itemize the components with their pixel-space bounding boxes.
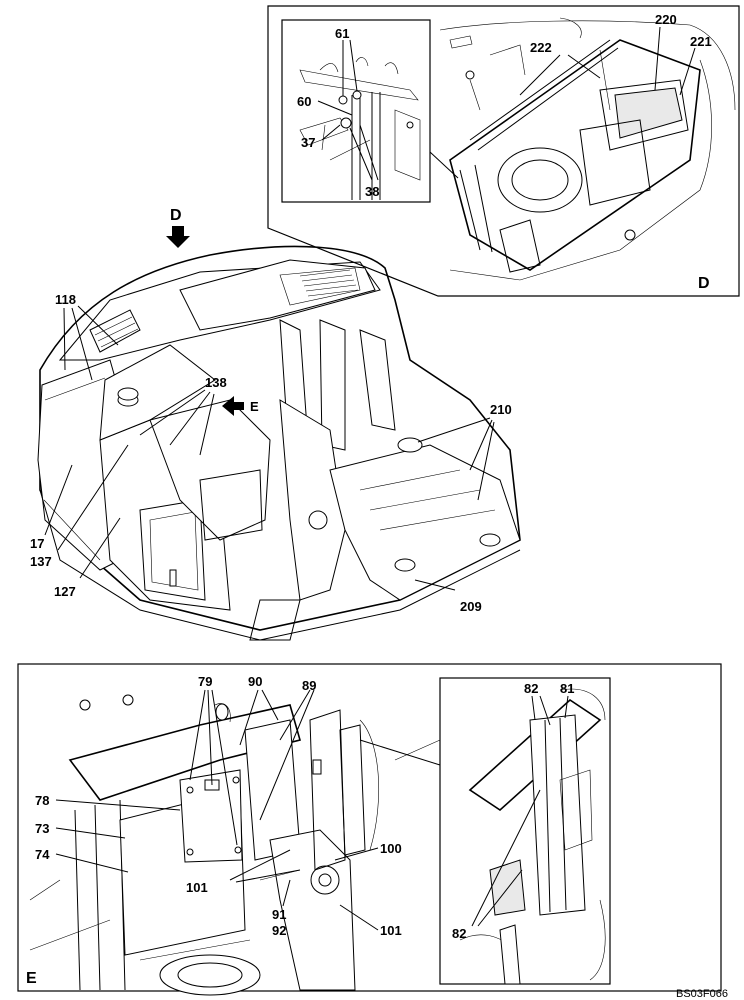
label-221: 221 (690, 34, 712, 49)
view-d-arrow-icon (166, 226, 190, 248)
label-82-top: 82 (524, 681, 538, 696)
leader-74 (55, 853, 129, 873)
leader-79 (189, 689, 238, 846)
leader-82b (471, 789, 541, 927)
label-127: 127 (54, 584, 76, 599)
leader-100 (334, 847, 379, 861)
post-mid (319, 319, 346, 451)
post-right (359, 329, 396, 431)
label-37: 37 (301, 135, 315, 150)
detail-e-frame (17, 663, 722, 992)
leader-17 (44, 464, 73, 536)
leader-210 (417, 417, 495, 501)
inset-bracket-drawing (299, 57, 421, 200)
detail-d: 61 60 37 38 222 220 221 D (267, 5, 740, 297)
inset-e-connector-line (359, 739, 441, 766)
leader-101b (339, 904, 379, 931)
label-137: 137 (30, 554, 52, 569)
drawing-code: BS03F066 (676, 988, 728, 1000)
label-60: 60 (297, 94, 311, 109)
leader-78 (55, 799, 181, 811)
label-118: 118 (55, 292, 76, 307)
leader-61 (342, 39, 358, 96)
leader-73 (55, 827, 126, 839)
label-101a: 101 (186, 880, 208, 895)
inset-connector-line (429, 151, 459, 179)
leader-127 (79, 517, 121, 579)
label-209: 209 (460, 599, 482, 614)
detail-d-frame-drawing (439, 17, 736, 281)
detail-d-frame (267, 5, 740, 297)
side-vent (89, 309, 141, 353)
label-100: 100 (380, 841, 402, 856)
label-38: 38 (365, 184, 379, 199)
label-210: 210 (490, 402, 512, 417)
cover-137 (99, 344, 216, 441)
label-91: 91 (272, 907, 286, 922)
label-101b: 101 (380, 923, 402, 938)
leader-209 (414, 579, 456, 591)
top-cover (58, 261, 381, 361)
leader-81 (564, 695, 569, 719)
label-78: 78 (35, 793, 49, 808)
detail-e-title: E (26, 970, 37, 987)
leader-221 (679, 47, 696, 96)
label-17: 17 (30, 536, 44, 551)
label-61: 61 (335, 26, 349, 41)
upper-structure-outline (39, 245, 521, 631)
leader-118 (63, 305, 119, 381)
door-handle (169, 569, 177, 587)
lower-skirt (39, 489, 521, 641)
detail-e-inset-frame (439, 677, 611, 985)
leader-222 (519, 54, 601, 96)
leader-90 (239, 689, 279, 746)
floor-plate-209 (329, 444, 521, 601)
top-vent-slots (299, 269, 359, 297)
label-92: 92 (272, 923, 286, 938)
leader-101a (229, 849, 301, 883)
view-e-arrow-icon (222, 396, 244, 416)
detail-e-inset-drawing (459, 688, 606, 985)
plate-78 (179, 769, 243, 863)
leader-60 (317, 100, 353, 116)
side-door (139, 499, 206, 601)
label-220: 220 (655, 12, 677, 27)
leader-82a (531, 695, 551, 726)
view-e-arrow-label: E (250, 399, 259, 414)
label-73: 73 (35, 821, 49, 836)
leader-91 (282, 879, 291, 907)
leader-38 (349, 124, 379, 181)
main-view: D (30, 207, 521, 641)
label-138: 138 (205, 375, 227, 390)
label-89: 89 (302, 678, 316, 693)
label-90: 90 (248, 674, 262, 689)
label-81: 81 (560, 681, 574, 696)
leader-89 (259, 689, 315, 821)
label-82-bottom: 82 (452, 926, 466, 941)
detail-d-inset-frame (281, 19, 431, 203)
leader-137 (57, 444, 129, 551)
label-79: 79 (198, 674, 212, 689)
leader-138 (139, 389, 215, 456)
label-74: 74 (35, 847, 50, 862)
leader-220 (654, 26, 661, 91)
inset-plate-81 (529, 714, 586, 916)
view-d-arrow-label: D (170, 207, 182, 224)
detail-d-title: D (698, 275, 710, 292)
leader-37 (321, 124, 341, 141)
label-222: 222 (530, 40, 552, 55)
boom-foot (279, 399, 346, 601)
detail-e-drawing (29, 694, 441, 996)
detail-e: 79 90 89 78 73 74 101 91 92 100 101 82 8… (17, 663, 722, 996)
